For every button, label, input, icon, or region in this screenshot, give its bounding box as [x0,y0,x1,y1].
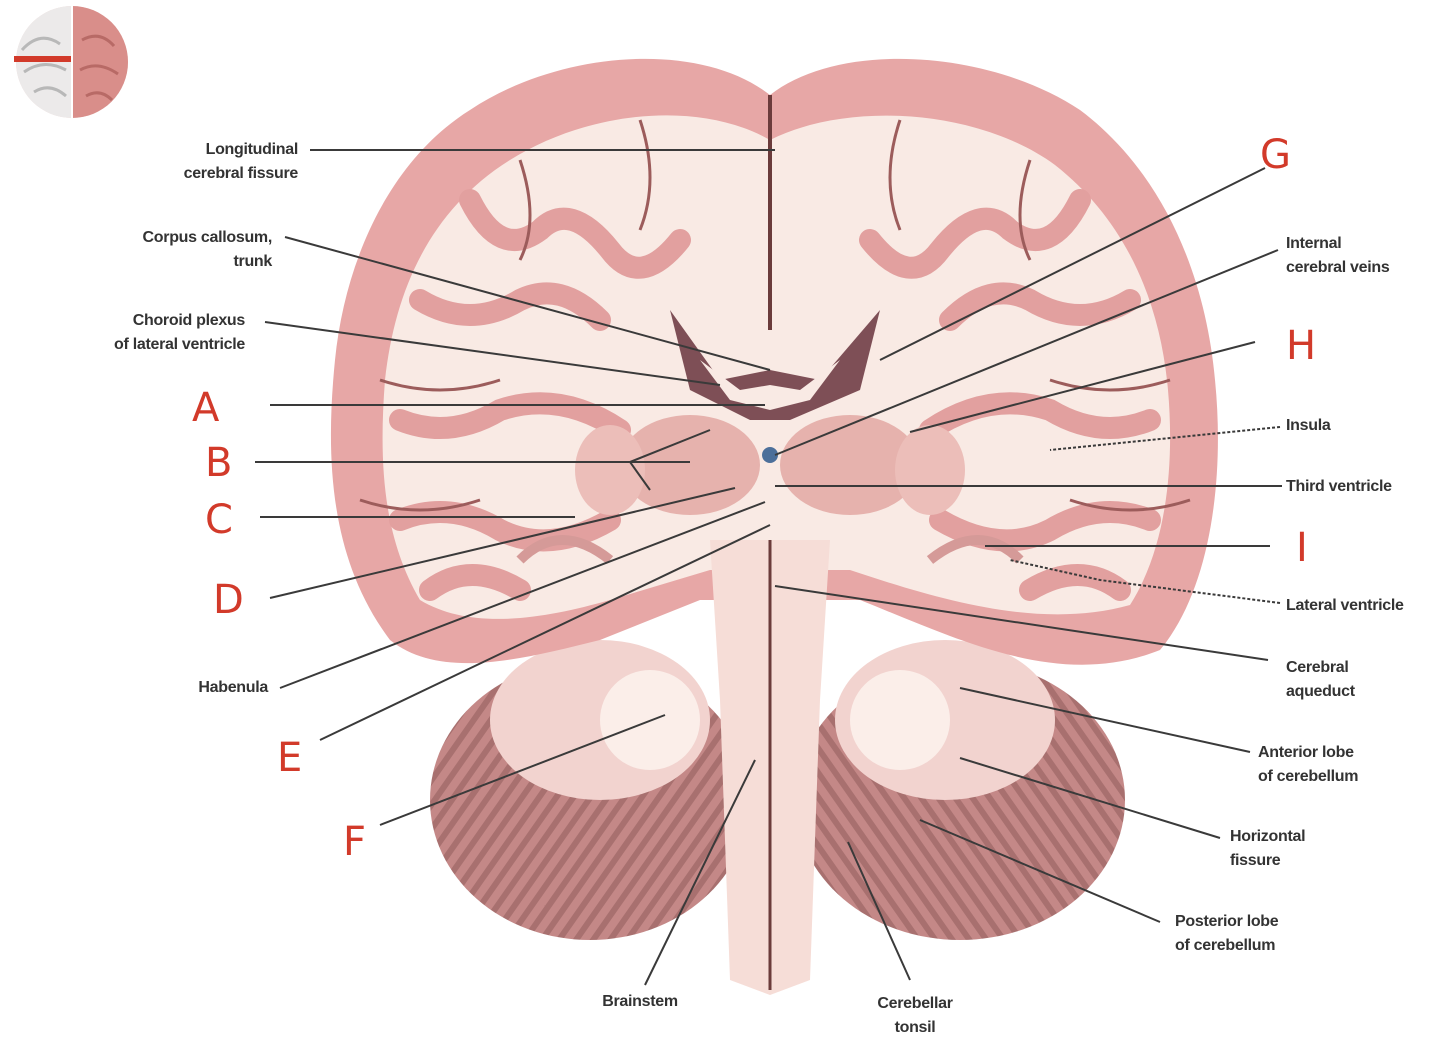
letter-a: A [192,385,220,431]
leader-lateral-ventricle [1009,559,1281,604]
label-insula: Insula [1286,417,1331,434]
leader-lines [255,149,1282,986]
leader-anterior-lobe [959,687,1251,753]
leader-g [879,167,1266,361]
leader-posterior-lobe [919,819,1161,923]
label-choroid-plexus: Choroid plexus of lateral ventricle [114,312,245,353]
letter-h: H [1286,323,1317,369]
leader-internal-veins [774,249,1279,456]
letter-f: F [343,819,367,865]
leader-f [379,714,666,826]
letter-c: C [205,497,233,543]
leader-aqueduct [774,585,1269,661]
letter-g: G [1260,132,1291,178]
label-habenula: Habenula [198,679,268,696]
leader-b-bracket [628,429,711,491]
label-longitudinal-fissure: Longitudinal cerebral fissure [183,141,299,182]
label-lateral-ventricle: Lateral ventricle [1286,597,1404,614]
cerebrum [330,58,1218,995]
leader-tonsil [847,841,911,981]
letter-b: B [205,440,233,486]
letter-e: E [277,735,303,781]
leader-h [909,341,1256,433]
label-horizontal-fissure: Horizontal fissure [1230,828,1306,869]
cerebellum [430,640,1125,940]
leader-insula [1049,426,1281,451]
label-anterior-lobe: Anterior lobe of cerebellum [1258,744,1359,785]
leader-d [269,487,736,599]
letter-i: I [1296,525,1308,571]
label-internal-cerebral-veins: Internal cerebral veins [1286,235,1390,276]
orientation-thumbnail-icon [14,6,128,118]
label-cerebellar-tonsil: Cerebellar tonsil [877,995,953,1036]
leader-habenula [279,501,766,689]
letter-d: D [213,577,244,623]
leader-brainstem [644,759,756,986]
leader-e [319,524,771,741]
leader-corpus-callosum [284,236,771,371]
label-cerebral-aqueduct: Cerebral aqueduct [1286,659,1355,700]
leader-choroid-plexus [264,321,721,386]
label-posterior-lobe: Posterior lobe of cerebellum [1175,913,1279,954]
label-corpus-callosum: Corpus callosum, trunk [142,229,273,270]
label-third-ventricle: Third ventricle [1286,478,1392,495]
label-brainstem: Brainstem [602,993,678,1010]
leader-horizontal-fissure [959,757,1221,839]
